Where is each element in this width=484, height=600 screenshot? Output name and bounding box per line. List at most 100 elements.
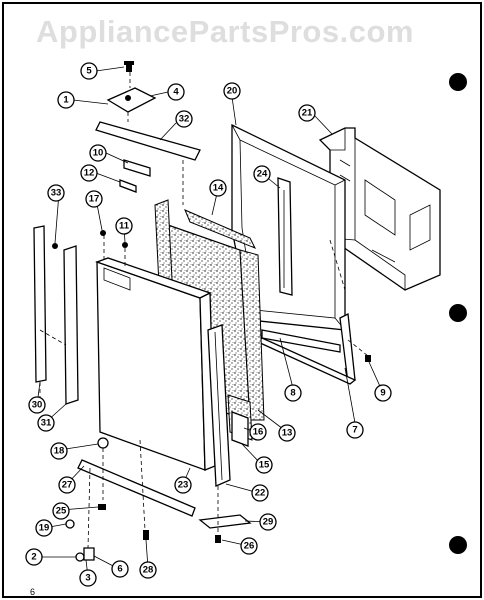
svg-text:21: 21	[302, 108, 313, 119]
door-bracket-upper	[123, 159, 151, 177]
washer-2	[75, 552, 85, 562]
svg-text:30: 30	[32, 400, 43, 411]
watermark-text: AppliancePartsPros.com	[36, 14, 414, 49]
callout-17: 17	[85, 190, 103, 208]
callout-6: 6	[111, 560, 129, 578]
binder-hole-middle	[449, 304, 467, 322]
svg-text:25: 25	[56, 506, 67, 517]
svg-text:19: 19	[39, 523, 50, 534]
callout-5: 5	[80, 62, 98, 80]
callout-31: 31	[37, 414, 55, 432]
screw-17	[100, 230, 106, 236]
left-channel	[63, 245, 79, 405]
svg-text:20: 20	[227, 86, 238, 97]
callout-8: 8	[284, 384, 302, 402]
svg-text:13: 13	[282, 428, 293, 439]
callout-24: 24	[253, 165, 271, 183]
bottom-bracket	[198, 514, 252, 529]
callout-28: 28	[139, 561, 157, 579]
side-trim	[339, 312, 356, 384]
svg-text:24: 24	[257, 169, 268, 180]
binder-hole-top	[449, 73, 467, 91]
svg-text:31: 31	[41, 418, 52, 429]
callout-14: 14	[209, 179, 227, 197]
callout-32: 32	[175, 110, 193, 128]
callout-3: 3	[79, 569, 97, 587]
callout-10: 10	[89, 144, 107, 162]
callout-15: 15	[255, 456, 273, 474]
page-number: 6	[30, 587, 35, 597]
washer-19	[65, 519, 75, 529]
svg-text:18: 18	[54, 446, 65, 457]
bottom-bar	[77, 459, 196, 517]
left-trim-strip	[33, 225, 47, 383]
svg-text:26: 26	[244, 541, 255, 552]
screw-11	[122, 242, 128, 248]
svg-text:9: 9	[380, 388, 385, 399]
svg-text:15: 15	[259, 460, 270, 471]
svg-text:1: 1	[63, 95, 69, 106]
svg-text:22: 22	[255, 488, 266, 499]
svg-text:12: 12	[84, 168, 95, 179]
svg-text:27: 27	[62, 480, 73, 491]
screw-28	[143, 530, 149, 540]
top-cross-bar	[95, 121, 201, 161]
svg-text:3: 3	[85, 573, 90, 584]
binder-hole-bottom	[449, 536, 467, 554]
bumper-18	[97, 437, 109, 449]
callout-9: 9	[374, 384, 392, 402]
alignment-lines	[39, 72, 369, 549]
callout-1: 1	[57, 91, 75, 109]
callout-2: 2	[25, 548, 43, 566]
svg-text:5: 5	[86, 66, 92, 77]
screw-9	[365, 355, 371, 362]
svg-text:28: 28	[143, 565, 154, 576]
outer-door-panel	[95, 257, 216, 471]
svg-text:23: 23	[178, 480, 189, 491]
callout-29: 29	[259, 513, 277, 531]
callout-11: 11	[115, 217, 133, 235]
callout-20: 20	[223, 82, 241, 100]
hinge-pin-6	[83, 547, 95, 561]
svg-text:17: 17	[89, 194, 100, 205]
hinge-screw	[124, 61, 134, 72]
screw-33	[52, 243, 58, 249]
callout-22: 22	[251, 484, 269, 502]
svg-text:10: 10	[93, 148, 104, 159]
svg-text:8: 8	[290, 388, 295, 399]
callout-30: 30	[28, 396, 46, 414]
callout-19: 19	[35, 519, 53, 537]
callout-13: 13	[278, 424, 296, 442]
callout-16: 16	[249, 423, 267, 441]
svg-text:4: 4	[173, 87, 179, 98]
side-rail	[207, 324, 231, 487]
svg-text:29: 29	[263, 517, 274, 528]
callout-18: 18	[50, 442, 68, 460]
callout-7: 7	[346, 421, 364, 439]
latch-block	[231, 411, 249, 447]
svg-text:16: 16	[253, 427, 264, 438]
inner-bracket	[277, 177, 293, 296]
svg-text:6: 6	[117, 564, 122, 575]
svg-text:14: 14	[213, 183, 224, 194]
callout-25: 25	[52, 502, 70, 520]
svg-text:7: 7	[352, 425, 357, 436]
callout-23: 23	[174, 476, 192, 494]
door-bracket-lower	[119, 179, 137, 193]
control-housing	[318, 127, 441, 291]
svg-text:32: 32	[179, 114, 190, 125]
callout-21: 21	[298, 104, 316, 122]
svg-text:11: 11	[119, 221, 130, 232]
svg-text:2: 2	[31, 552, 36, 563]
hinge-plate	[106, 87, 157, 113]
svg-text:33: 33	[51, 188, 62, 199]
callout-12: 12	[80, 164, 98, 182]
callout-26: 26	[240, 537, 258, 555]
screw-26	[215, 535, 221, 543]
clip-25	[98, 504, 106, 510]
side-rail-detail	[214, 331, 223, 481]
lower-channel	[261, 329, 341, 353]
